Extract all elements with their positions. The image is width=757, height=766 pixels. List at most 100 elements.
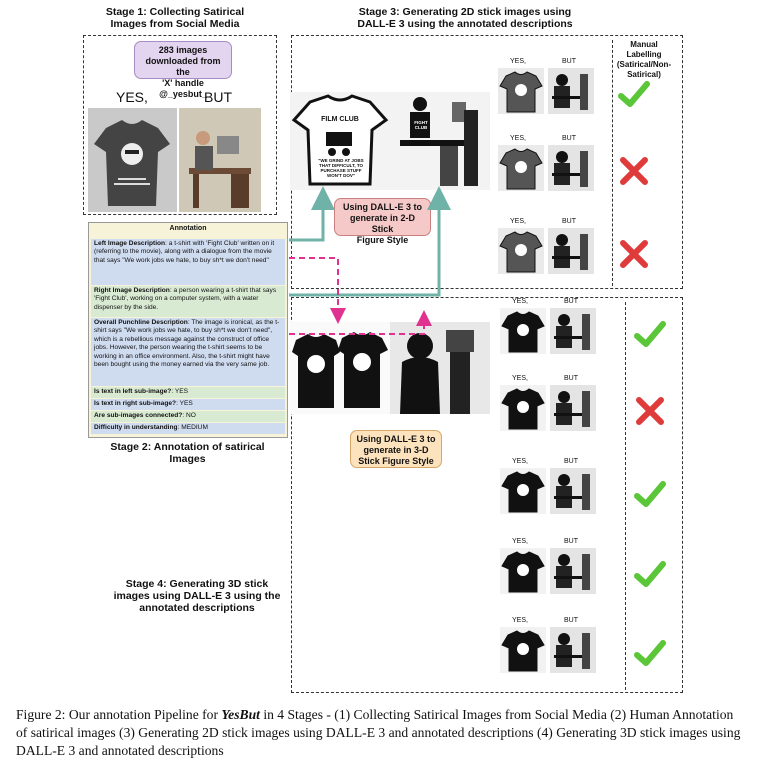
stage2-title-line1: Stage 2: Annotation of satirical: [110, 441, 265, 453]
stage1-title-line1: Stage 1: Collecting Satirical: [105, 6, 245, 18]
row-but-label: BUT: [562, 135, 576, 142]
figure-caption: Figure 2: Our annotation Pipeline for Ye…: [16, 706, 746, 760]
row-left-thumb: [500, 627, 546, 673]
row-but-label: BUT: [562, 218, 576, 225]
stage1-office-image: [179, 108, 261, 212]
pill4-line2: generate in 3-D: [363, 445, 429, 455]
q2-label: Is text in right sub-image?: [94, 400, 177, 407]
q3-value: : NO: [182, 412, 196, 419]
punchline-row: Overall Punchline Description: The image…: [91, 318, 285, 386]
office-2d-icon: [400, 97, 478, 186]
stage4-3d-office-image: [390, 322, 490, 414]
row-left-thumb: [498, 228, 544, 274]
cross-icon: [620, 240, 648, 268]
shirt-quote: "WE GRIND AT JOBS THAT DIFFICULT, TO PUR…: [318, 158, 364, 178]
q2-value: : YES: [176, 400, 193, 407]
row-left-thumb: [500, 308, 546, 354]
caption-emph: YesBut: [221, 707, 260, 722]
row-but-label: BUT: [564, 375, 578, 382]
left-desc-row: Left Image Description: a t-shirt with '…: [91, 239, 285, 285]
q4-label: Difficulty in understanding: [94, 424, 178, 431]
row-left-thumb: [500, 548, 546, 594]
check-icon: [618, 81, 650, 107]
check-icon: [634, 640, 666, 666]
q4-value: : MEDIUM: [177, 424, 208, 431]
stage2-title: Stage 2: Annotation of satirical Images: [95, 441, 280, 465]
office-3d-icon: [390, 322, 490, 414]
right-desc-row: Right Image Description: a person wearin…: [91, 286, 285, 317]
cross-icon: [620, 157, 648, 185]
row-left-thumb: [498, 145, 544, 191]
stage1-tshirt-image: [88, 108, 177, 212]
stage1-but-label: BUT: [204, 89, 232, 105]
q2-row: Is text in right sub-image?: YES: [91, 399, 285, 410]
row-right-thumb: [550, 308, 596, 354]
row-but-label: BUT: [564, 538, 578, 545]
annotation-panel: Annotation Left Image Description: a t-s…: [88, 222, 288, 438]
row-but-label: BUT: [564, 298, 578, 305]
badge-line3: 'X' handle @_yesbut_: [159, 78, 207, 99]
shirt-title: FILM CLUB: [321, 116, 359, 123]
caption-prefix: Figure 2: Our annotation Pipeline for: [16, 707, 222, 722]
stage4-box: [291, 297, 683, 693]
q4-row: Difficulty in understanding: MEDIUM: [91, 423, 285, 434]
stage2-title-line2: Images: [169, 453, 206, 465]
row-but-label: BUT: [564, 617, 578, 624]
stage3-2d-office-image: FIGHT CLUB: [390, 92, 490, 190]
row-yes-label: YES,: [512, 298, 528, 305]
q3-label: Are sub-images connected?: [94, 412, 183, 419]
tshirt-2d-icon: [291, 94, 389, 186]
left-desc-label: Left Image Description: [94, 240, 166, 247]
right-desc-text: : a person wearing a t-shirt that says '…: [94, 287, 277, 311]
stage4-3d-tshirts-image: [290, 322, 390, 414]
check-icon: [634, 481, 666, 507]
stage1-title: Stage 1: Collecting Satirical Images fro…: [100, 6, 250, 30]
manual-line4: Satirical): [627, 70, 661, 79]
badge-line1: 283 images: [158, 45, 208, 55]
row-right-thumb: [548, 228, 594, 274]
pill4-line3: Stick Figure Style: [358, 456, 434, 466]
row-right-thumb: [550, 385, 596, 431]
row-yes-label: YES,: [512, 617, 528, 624]
annotation-header: Annotation: [169, 225, 207, 232]
stage4-title: Stage 4: Generating 3D stick images usin…: [112, 578, 282, 614]
magenta-arrow-right: [289, 310, 432, 335]
manual-line3: (Satirical/Non-: [616, 60, 672, 69]
pill4-line1: Using DALL-E 3 to: [356, 434, 436, 444]
stage3-title-line1: Stage 3: Generating 2D stick images usin…: [358, 6, 572, 18]
stage4-title-line1: Stage 4: Generating 3D stick: [125, 578, 269, 590]
row-yes-label: YES,: [512, 458, 528, 465]
row-yes-label: YES,: [510, 218, 526, 225]
tshirt-icon: [94, 120, 170, 206]
cross-icon: [636, 397, 664, 425]
row-left-thumb: [500, 385, 546, 431]
row-left-thumb: [500, 468, 546, 514]
office-scene-icon: [179, 108, 261, 212]
manual-labelling-title: Manual Labelling (Satirical/Non- Satiric…: [606, 40, 682, 80]
manual-line2: Labelling: [626, 50, 662, 59]
row-yes-label: YES,: [510, 58, 526, 65]
stage4-divider: [625, 302, 626, 690]
badge-line2: downloaded from the: [145, 56, 221, 77]
magenta-arrow-left: [289, 257, 346, 324]
pill3-line1: Using DALL-E 3 to: [343, 202, 422, 212]
q1-label: Is text in left sub-image?: [94, 388, 172, 395]
check-icon: [634, 321, 666, 347]
punchline-label: Overall Punchline Description: [94, 319, 188, 326]
stage4-dalle-pill: Using DALL-E 3 to generate in 3-D Stick …: [350, 430, 442, 468]
stage3-2d-tshirt-image: FILM CLUB "WE GRIND AT JOBS THAT DIFFICU…: [290, 92, 390, 190]
stage3-title-line2: DALL-E 3 using the annotated description…: [357, 18, 573, 30]
row-but-label: BUT: [562, 58, 576, 65]
punchline-text: : The image is ironical, as the t-shirt …: [94, 319, 280, 369]
row-right-thumb: [548, 68, 594, 114]
shirt-right-text: FIGHT CLUB: [414, 120, 428, 130]
stage3-dalle-pill: Using DALL-E 3 to generate in 2-D Stick …: [334, 198, 431, 245]
stage1-badge: 283 images downloaded from the 'X' handl…: [134, 41, 232, 99]
q3-row: Are sub-images connected?: NO: [91, 411, 285, 422]
pill3-line2: generate in 2-D Stick: [349, 213, 416, 234]
stage1-yes-label: YES,: [116, 89, 148, 105]
row-yes-label: YES,: [510, 135, 526, 142]
row-right-thumb: [550, 548, 596, 594]
stage4-title-line2: images using DALL-E 3 using the: [113, 590, 281, 602]
pill3-line3: Figure Style: [356, 235, 409, 245]
